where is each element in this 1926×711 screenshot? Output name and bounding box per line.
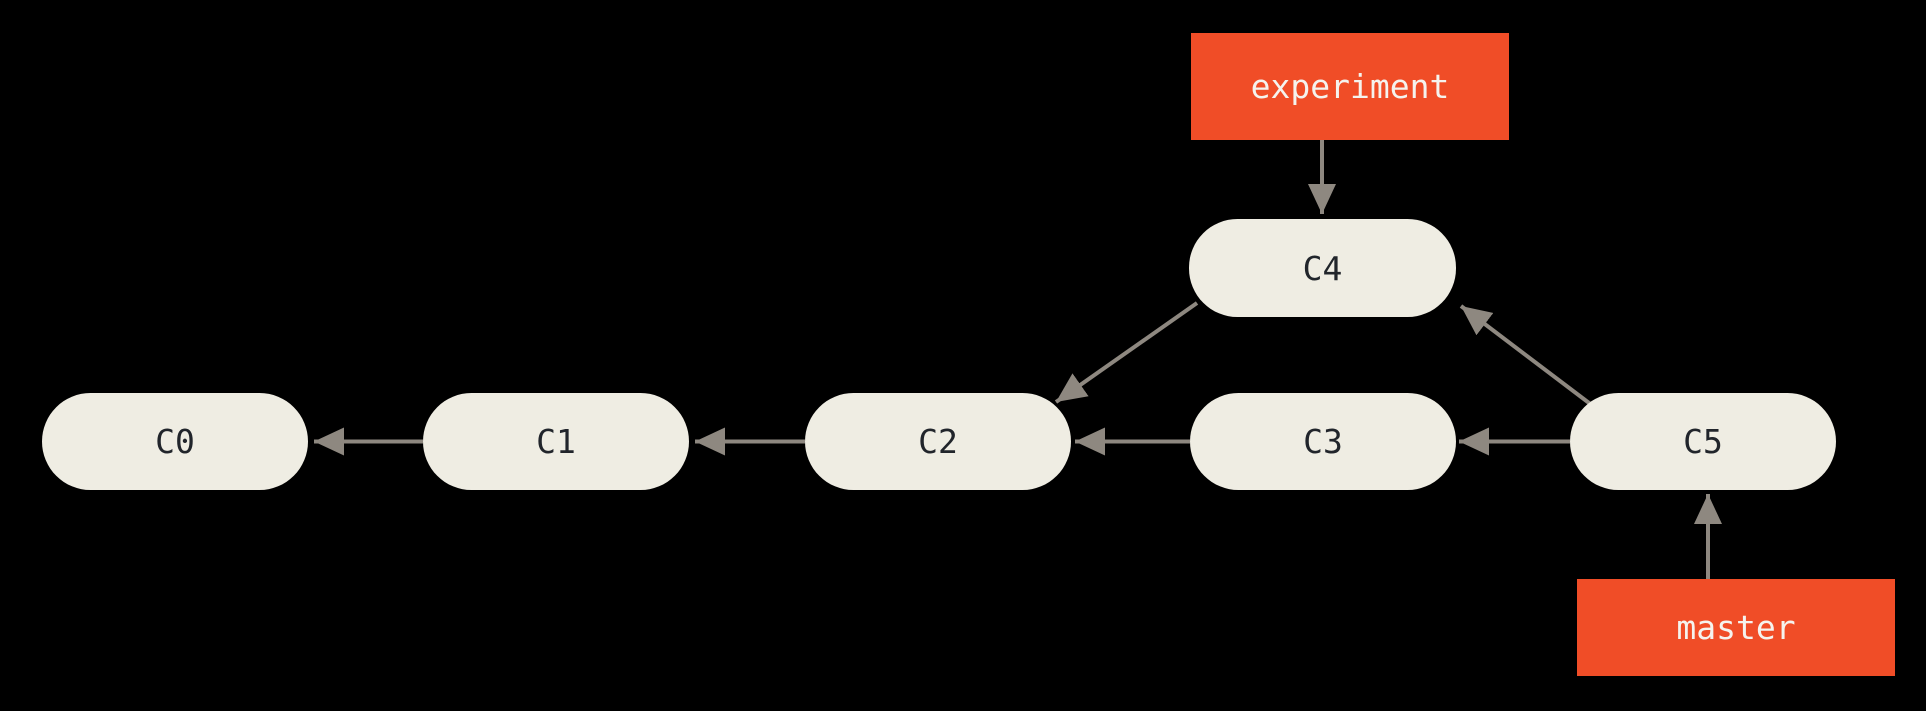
- commit-node-c4: C4: [1189, 219, 1456, 317]
- edge-c5-c4: [1459, 304, 1599, 411]
- commit-node-c2: C2: [805, 393, 1071, 490]
- branch-label-master: master: [1577, 579, 1895, 676]
- commit-label-c2: C2: [918, 422, 958, 461]
- branch-label-master-text: master: [1676, 608, 1796, 647]
- commit-label-c5: C5: [1683, 422, 1723, 461]
- commit-node-c3: C3: [1190, 393, 1456, 490]
- commit-node-c0: C0: [42, 393, 308, 490]
- commit-label-c3: C3: [1303, 422, 1343, 461]
- commit-label-c4: C4: [1302, 248, 1343, 288]
- branch-label-experiment: experiment: [1191, 33, 1509, 140]
- edge-c4-c2: [1054, 301, 1199, 404]
- branch-label-experiment-text: experiment: [1250, 67, 1450, 106]
- commit-label-c1: C1: [536, 422, 576, 461]
- commit-node-c1: C1: [423, 393, 689, 490]
- commit-node-c5: C5: [1570, 393, 1836, 490]
- commit-label-c0: C0: [155, 422, 195, 461]
